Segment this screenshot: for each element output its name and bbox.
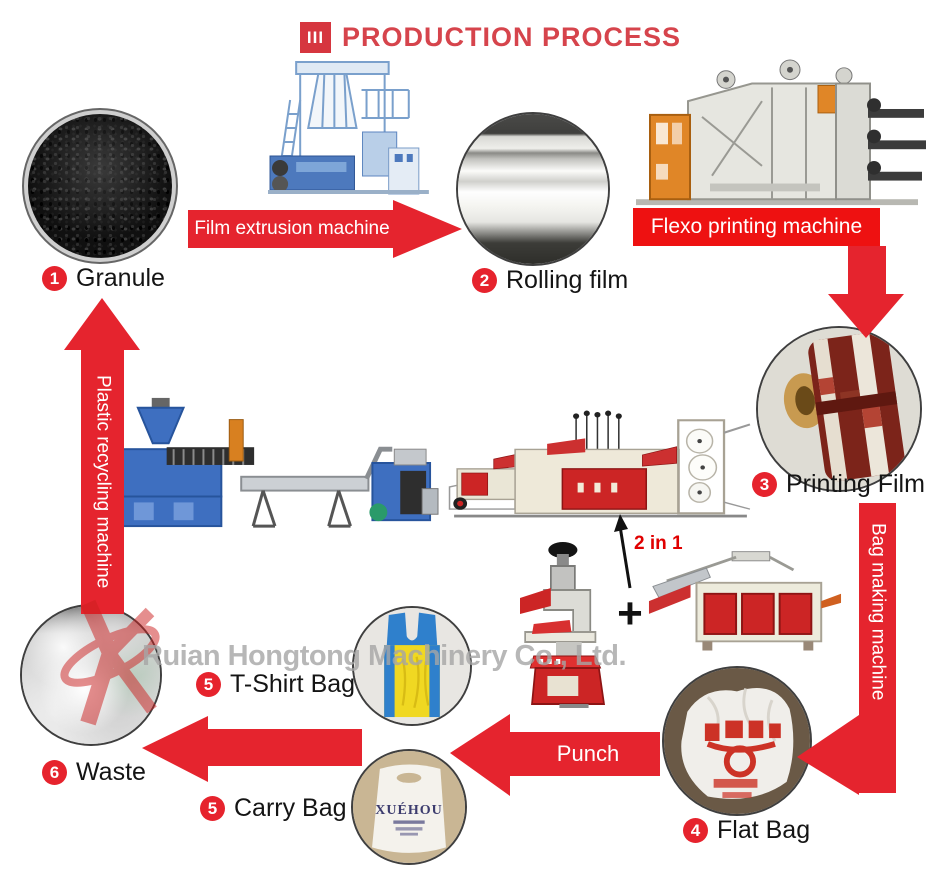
bag-making-machine-image (448, 405, 753, 528)
step-label-flat-bag: 4 Flat Bag (683, 816, 810, 845)
step-label-tshirt-bag: 5 T-Shirt Bag (196, 670, 355, 699)
step-label-printing-film: 3 Printing Film (752, 470, 925, 499)
step-number-badge: 3 (752, 472, 777, 497)
step-number-badge: 5 (200, 796, 225, 821)
step-number-badge: 4 (683, 818, 708, 843)
rolling-film-texture (458, 114, 608, 264)
flat-bag-photo (662, 666, 812, 816)
printing-film-roll-graphic (758, 328, 920, 490)
film-extrusion-machine-image (266, 56, 452, 223)
granule-texture (28, 114, 172, 258)
tshirt-bag-graphic (354, 608, 470, 724)
step-label-carry-bag: 5 Carry Bag (200, 794, 347, 823)
plastic-recycling-arrow: Plastic recycling machine (62, 296, 142, 614)
bags-to-waste-arrow (140, 712, 365, 786)
punch-machine-image (508, 538, 628, 713)
punch-arrow-label: Punch (556, 741, 620, 766)
step-number-badge: 1 (42, 266, 67, 291)
plus-sign: + (617, 589, 643, 638)
page-title-text: PRODUCTION PROCESS (342, 22, 682, 52)
section-number-icon: III (300, 22, 331, 53)
tshirt-bag-photo (352, 606, 472, 726)
granule-photo (22, 108, 178, 264)
bag-making-arrow-label: Bag making machine (867, 522, 889, 701)
flexo-printing-label: Flexo printing machine (633, 208, 880, 246)
step-label-waste: 6 Waste (42, 758, 146, 787)
film-extrusion-arrow: Film extrusion machine (188, 200, 464, 260)
step-label-text: Flat Bag (717, 816, 811, 844)
carry-bag-brand-text: XUÉHOU (375, 802, 443, 818)
plastic-recycling-arrow-label: Plastic recycling machine (92, 374, 114, 589)
two-in-one-annotation: 2 in 1 (634, 533, 683, 554)
carry-bag-graphic (353, 751, 465, 863)
flexo-printing-machine-image (622, 58, 930, 215)
flat-bag-graphic (664, 668, 810, 814)
step-label-text: Waste (76, 758, 146, 786)
bag-making-arrow: Bag making machine (795, 503, 897, 795)
step-label-text: T-Shirt Bag (230, 670, 356, 698)
step-number-badge: 6 (42, 760, 67, 785)
punch-arrow: Punch (448, 706, 663, 801)
step-number-badge: 2 (472, 268, 497, 293)
carry-bag-photo: XUÉHOU (351, 749, 467, 865)
rolling-film-photo (456, 112, 610, 266)
step-label-text: Granule (76, 264, 165, 292)
page-title: III PRODUCTION PROCESS (300, 22, 681, 53)
film-extrusion-arrow-label: Film extrusion machine (194, 218, 390, 239)
sealing-machine-image (645, 548, 843, 661)
step-label-text: Carry Bag (234, 794, 347, 822)
step-label-text: Rolling film (506, 266, 629, 294)
step-label-rolling-film: 2 Rolling film (472, 266, 628, 295)
plastic-recycling-machine-image (112, 392, 440, 537)
printing-film-photo (756, 326, 922, 492)
flexo-down-arrow (828, 246, 904, 338)
step-number-badge: 5 (196, 672, 221, 697)
step-label-granule: 1 Granule (42, 264, 165, 293)
two-in-one-pointer-arrow (612, 514, 638, 590)
step-label-text: Printing Film (786, 470, 925, 498)
